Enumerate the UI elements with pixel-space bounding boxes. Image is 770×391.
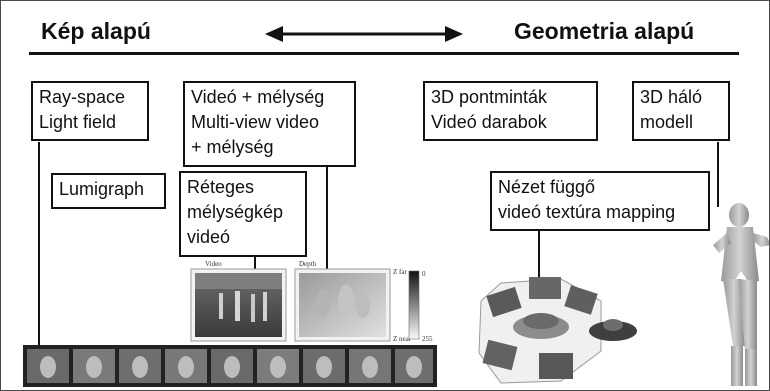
3d-mesh-box: 3D háló modell [632, 81, 730, 141]
lumigraph-box: Lumigraph [51, 173, 166, 209]
ray-space-box: Ray-space Light field [31, 81, 149, 141]
svg-text:Depth: Depth [299, 260, 317, 268]
view-dependent-line-1: Nézet függő [498, 177, 596, 197]
svg-text:255: 255 [422, 335, 433, 343]
video-depth-line-2: Multi-view video [191, 112, 320, 132]
3d-points-line-1: 3D pontminták [431, 87, 548, 107]
svg-text:0: 0 [422, 270, 426, 278]
layered-line-2: mélységkép [187, 202, 284, 222]
view-dependent-box: Nézet függő videó textúra mapping [490, 171, 710, 231]
layered-depth-video-box: Réteges mélységkép videó [179, 171, 307, 257]
3d-points-box: 3D pontminták Videó darabok [423, 81, 598, 141]
texture-mapping-illustration [478, 277, 637, 384]
layered-line-1: Réteges [187, 177, 255, 197]
header-rule [29, 52, 739, 55]
ray-space-label: Ray-space [39, 87, 126, 107]
lumigraph-label: Lumigraph [59, 179, 145, 199]
video-depth-line-3: + mélység [191, 137, 274, 157]
video-depth-line-1: Videó + mélység [191, 87, 325, 107]
view-dependent-line-2: videó textúra mapping [498, 202, 676, 222]
video-depth-box: Videó + mélység Multi-view video + mélys… [183, 81, 356, 167]
image-based-title: Kép alapú [41, 18, 151, 44]
video-depth-images: Video Depth Z far Z near 0 255 [190, 260, 433, 343]
geometry-based-title: Geometria alapú [514, 18, 695, 44]
light-field-label: Light field [39, 112, 117, 132]
double-arrow-icon [265, 26, 463, 42]
svg-text:Video: Video [205, 260, 222, 268]
svg-text:Z far: Z far [393, 268, 407, 276]
svg-text:Z near: Z near [393, 335, 412, 343]
layered-line-3: videó [187, 227, 231, 247]
3d-mesh-line-1: 3D háló [640, 87, 703, 107]
3d-mesh-line-2: modell [640, 112, 694, 132]
mesh-human-figure [713, 203, 769, 386]
3d-points-line-2: Videó darabok [431, 112, 547, 132]
film-strip [23, 345, 437, 387]
